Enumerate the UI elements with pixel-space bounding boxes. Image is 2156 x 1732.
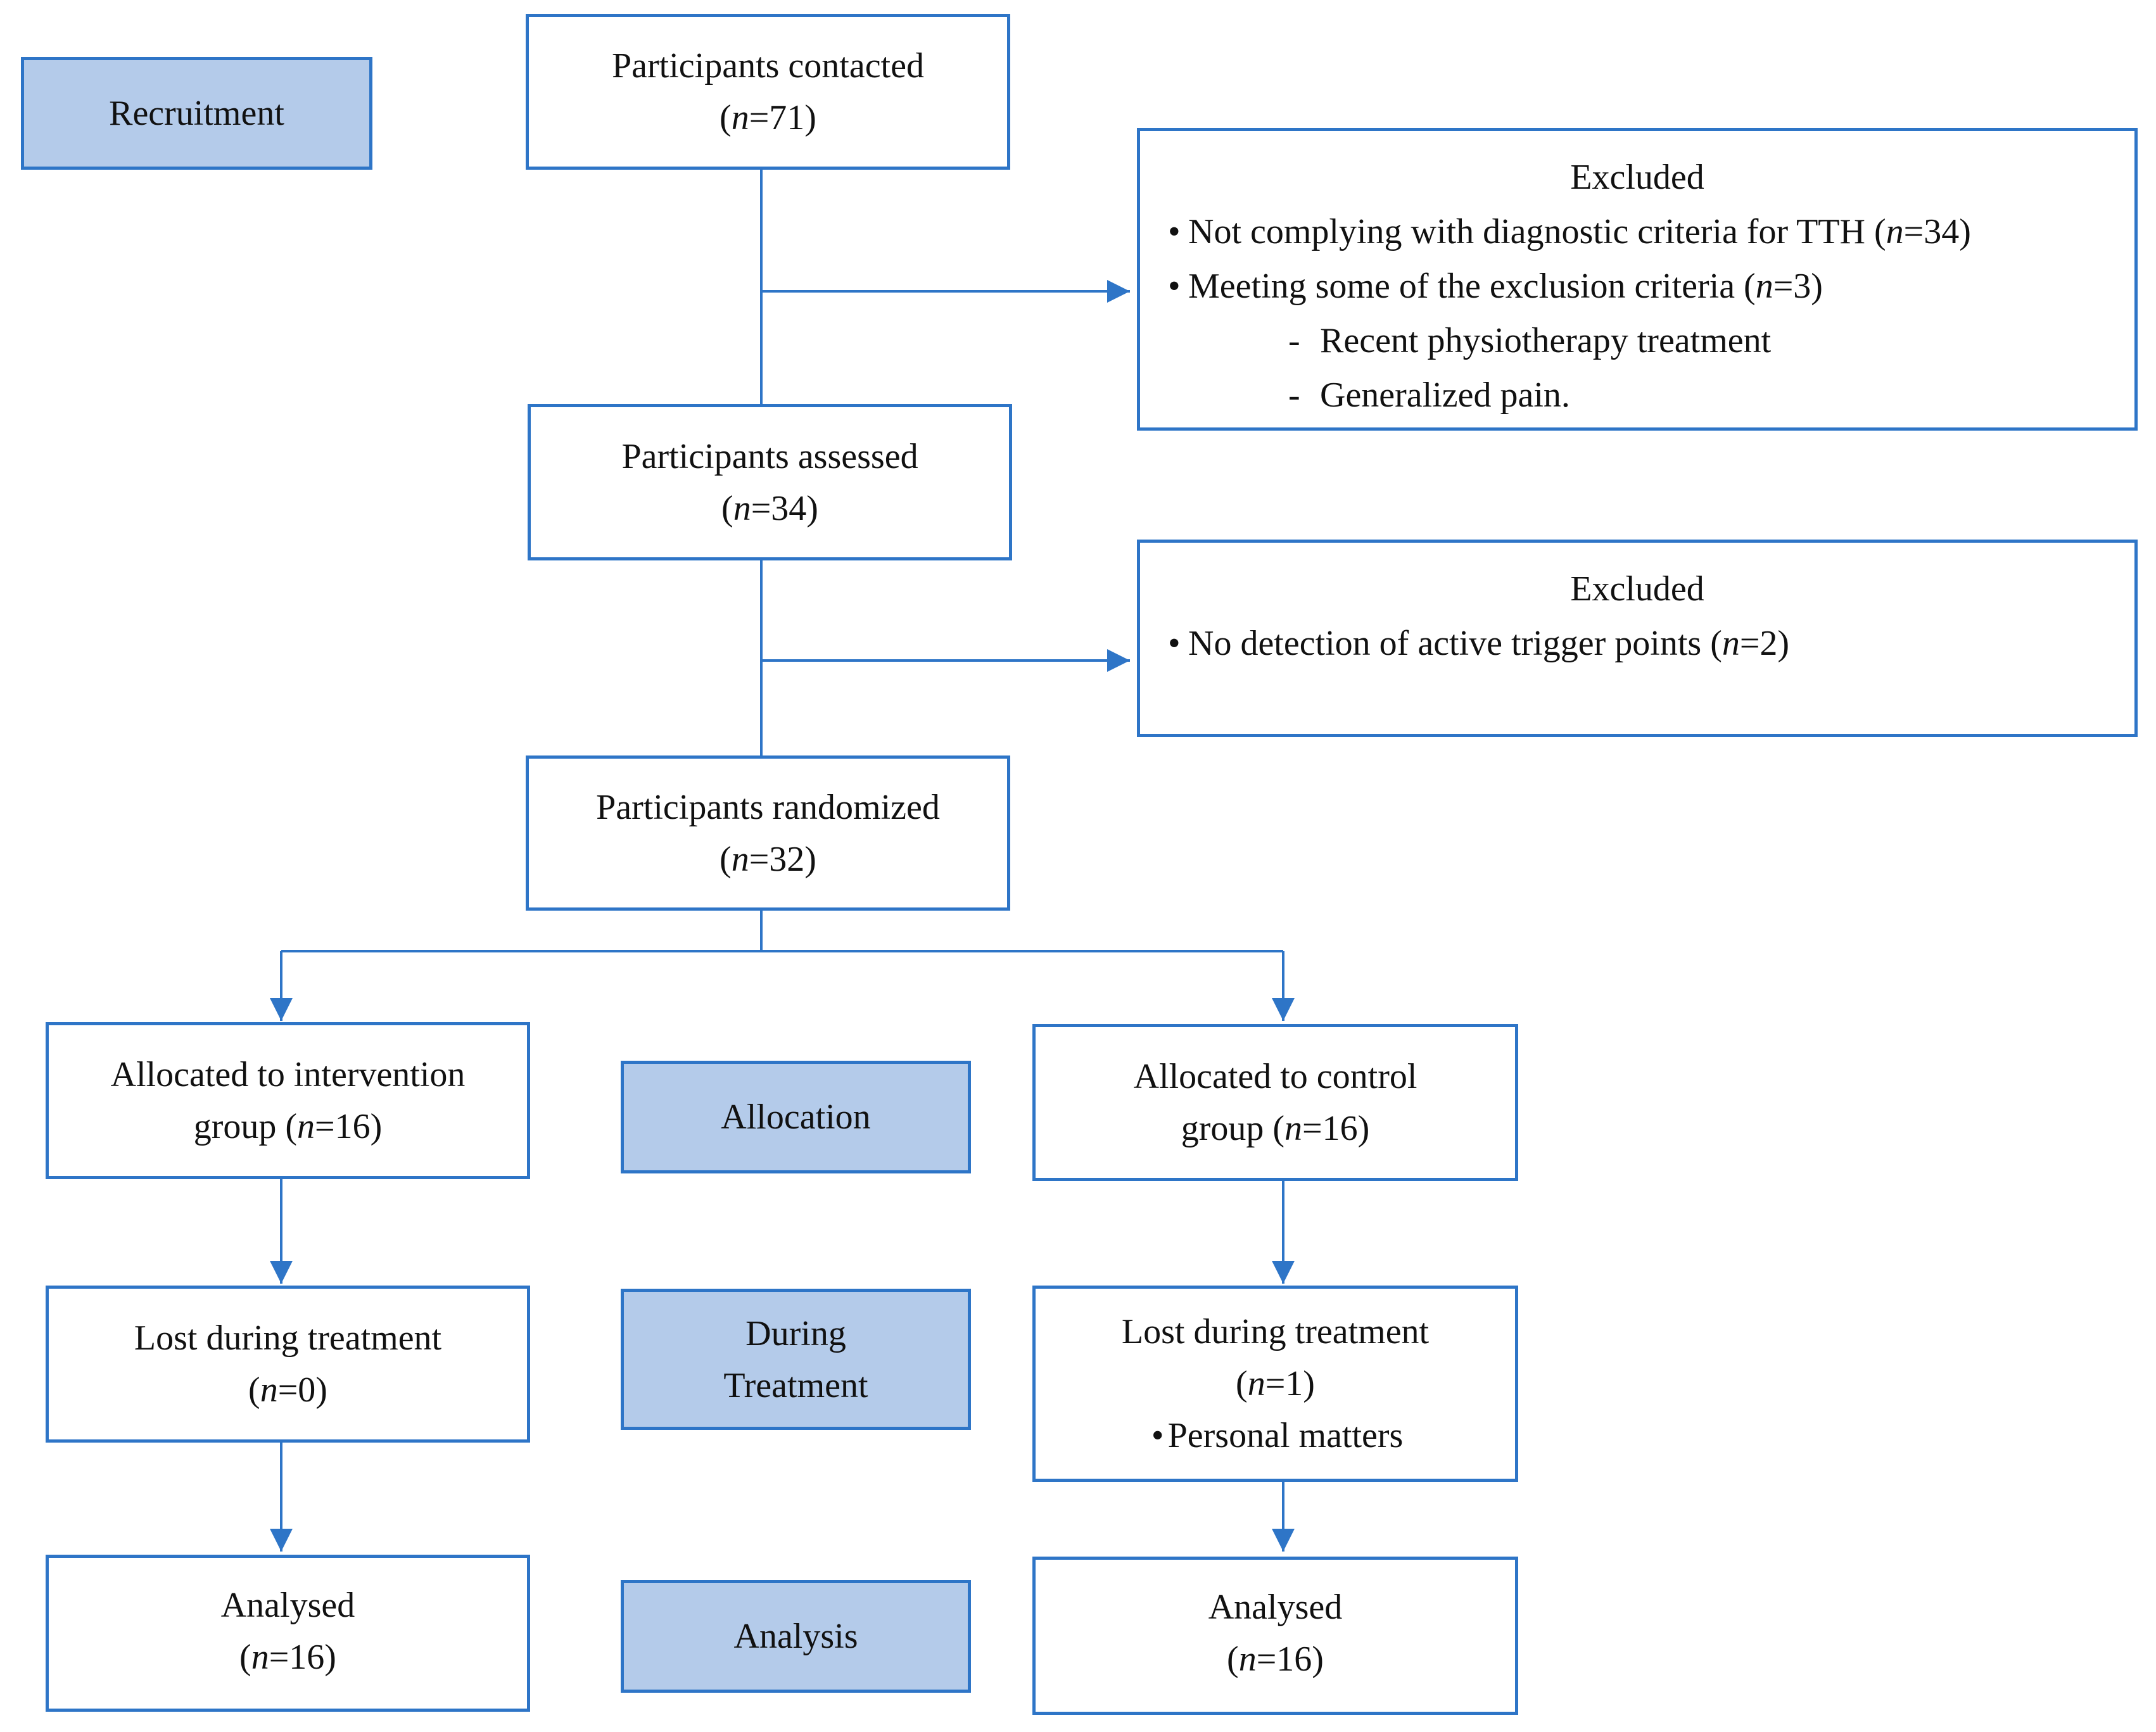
lost-intervention-label: Lost during treatment — [134, 1318, 442, 1358]
analysed-intervention-label: Analysed — [220, 1586, 355, 1625]
stage-recruitment: Recruitment — [21, 57, 372, 170]
stage-allocation-label: Allocation — [721, 1097, 871, 1137]
participants-randomized-box: Participants randomized (n=32) — [526, 755, 1010, 911]
contacted-label: Participants contacted — [612, 46, 924, 85]
excluded-1-subitem-2: -Generalized pain. — [1288, 376, 1570, 415]
analysed-intervention-box: Analysed (n=16) — [46, 1555, 530, 1712]
assessed-count: (n=34) — [721, 488, 818, 528]
stage-during-label-1: During — [745, 1313, 846, 1353]
assessed-label: Participants assessed — [621, 436, 918, 476]
analysed-control-count: (n=16) — [1227, 1640, 1324, 1679]
excluded-1-item-2: •Meeting some of the exclusion criteria … — [1168, 267, 1823, 306]
lost-control-count: (n=1) — [1236, 1364, 1315, 1403]
excluded-1-subitem-1: -Recent physiotherapy treatment — [1288, 321, 1772, 360]
analysed-control-label: Analysed — [1208, 1588, 1343, 1627]
randomized-count: (n=32) — [720, 839, 816, 879]
allocated-intervention-box: Allocated to intervention group (n=16) — [46, 1022, 530, 1179]
stage-analysis: Analysis — [621, 1580, 971, 1693]
alloc-control-line1: Allocated to control — [1133, 1057, 1417, 1096]
analysed-control-box: Analysed (n=16) — [1032, 1557, 1518, 1715]
allocated-control-box: Allocated to control group (n=16) — [1032, 1024, 1518, 1181]
stage-during-label-2: Treatment — [723, 1365, 868, 1405]
excluded-box-1: Excluded •Not complying with diagnostic … — [1137, 128, 2138, 431]
lost-control-label: Lost during treatment — [1121, 1312, 1430, 1351]
lost-intervention-count: (n=0) — [248, 1370, 327, 1410]
alloc-intervention-line1: Allocated to intervention — [110, 1055, 466, 1094]
lost-intervention-box: Lost during treatment (n=0) — [46, 1286, 530, 1443]
alloc-intervention-line2: group (n=16) — [193, 1107, 383, 1146]
excluded-1-item-1: •Not complying with diagnostic criteria … — [1168, 212, 1971, 251]
excluded-box-2: Excluded •No detection of active trigger… — [1137, 540, 2138, 737]
excluded-2-item: •No detection of active trigger points (… — [1168, 624, 1790, 663]
excluded-2-title: Excluded — [1570, 569, 1704, 609]
stage-analysis-label: Analysis — [733, 1617, 858, 1656]
participants-assessed-box: Participants assessed (n=34) — [528, 404, 1012, 560]
lost-control-box: Lost during treatment (n=1) •Personal ma… — [1032, 1286, 1518, 1482]
contacted-count: (n=71) — [720, 98, 816, 137]
randomized-label: Participants randomized — [596, 787, 940, 827]
analysed-intervention-count: (n=16) — [239, 1638, 336, 1677]
lost-control-reason: •Personal matters — [1151, 1416, 1404, 1455]
stage-allocation: Allocation — [621, 1061, 971, 1173]
alloc-control-line2: group (n=16) — [1181, 1109, 1370, 1148]
stage-during-treatment: During Treatment — [621, 1289, 971, 1430]
excluded-1-title: Excluded — [1570, 158, 1704, 197]
stage-recruitment-label: Recruitment — [109, 94, 284, 133]
participants-contacted-box: Participants contacted (n=71) — [526, 14, 1010, 170]
